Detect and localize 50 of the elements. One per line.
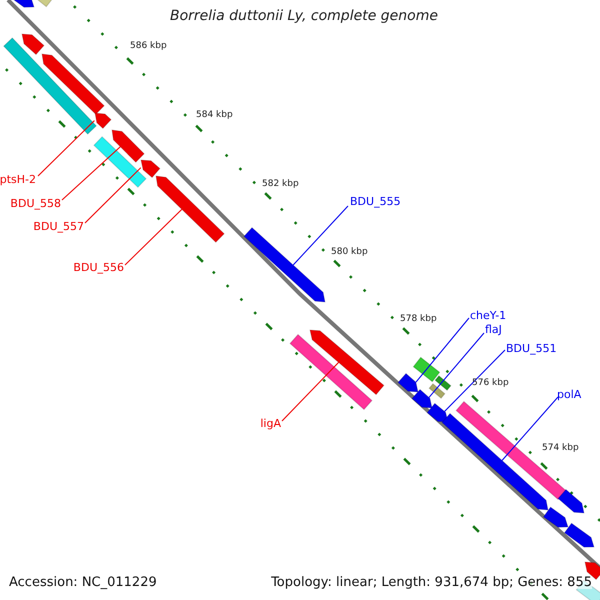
scale-label: 576 kbp xyxy=(472,379,509,388)
gene-bar xyxy=(542,506,569,528)
leader-line xyxy=(38,120,95,176)
leader-line xyxy=(282,362,340,422)
gene-label: ligA xyxy=(260,418,281,429)
gene-label: polA xyxy=(557,389,582,400)
gene-bar xyxy=(111,129,145,163)
genome-info-text: Topology: linear; Length: 931,674 bp; Genes: 855 xyxy=(271,576,592,589)
gene-bar xyxy=(411,388,433,409)
gene-bar xyxy=(41,53,105,115)
scale-label: 574 kbp xyxy=(542,444,579,453)
gene-label: flaJ xyxy=(485,324,502,335)
gene-bar xyxy=(557,488,585,514)
leader-line xyxy=(415,318,470,383)
gene-bar xyxy=(397,372,419,393)
gene-bar xyxy=(94,112,112,130)
leader-line xyxy=(502,396,558,461)
gene-bar xyxy=(428,383,446,399)
gene-bar xyxy=(243,226,326,303)
gene-label: ptsH-2 xyxy=(0,174,36,185)
gene-label: BDU_558 xyxy=(10,198,61,209)
leader-line xyxy=(124,208,182,266)
gene-bar xyxy=(155,175,225,243)
gene-bar xyxy=(3,37,97,135)
gene-label: BDU_551 xyxy=(506,343,557,354)
gene-bar xyxy=(434,375,452,391)
gene-bar xyxy=(36,0,54,8)
gene-bar xyxy=(564,522,595,548)
gene-bar xyxy=(309,329,385,396)
gene-bar xyxy=(412,356,440,382)
gene-label: cheY-1 xyxy=(470,310,506,321)
accession-text: Accession: NC_011229 xyxy=(9,576,157,589)
gene-label: BDU_556 xyxy=(73,262,124,273)
gene-label: BDU_557 xyxy=(33,221,84,232)
gene-bar xyxy=(21,33,45,56)
gene-bar xyxy=(426,402,449,423)
gene-bar xyxy=(93,136,147,188)
leader-line xyxy=(428,332,484,398)
gene-bar xyxy=(289,334,373,410)
leader-line xyxy=(292,206,348,266)
scale-label: 586 kbp xyxy=(130,42,167,51)
leader-line xyxy=(62,146,121,200)
leader-line xyxy=(444,350,506,412)
scale-label: 582 kbp xyxy=(262,180,299,189)
gene-label: BDU_555 xyxy=(350,196,401,207)
scale-label: 578 kbp xyxy=(400,315,437,324)
gene-bar xyxy=(140,159,161,178)
gene-bar xyxy=(12,0,35,8)
scale-label: 584 kbp xyxy=(196,111,233,120)
map-title: Borrelia duttonii Ly, complete genome xyxy=(170,9,438,23)
